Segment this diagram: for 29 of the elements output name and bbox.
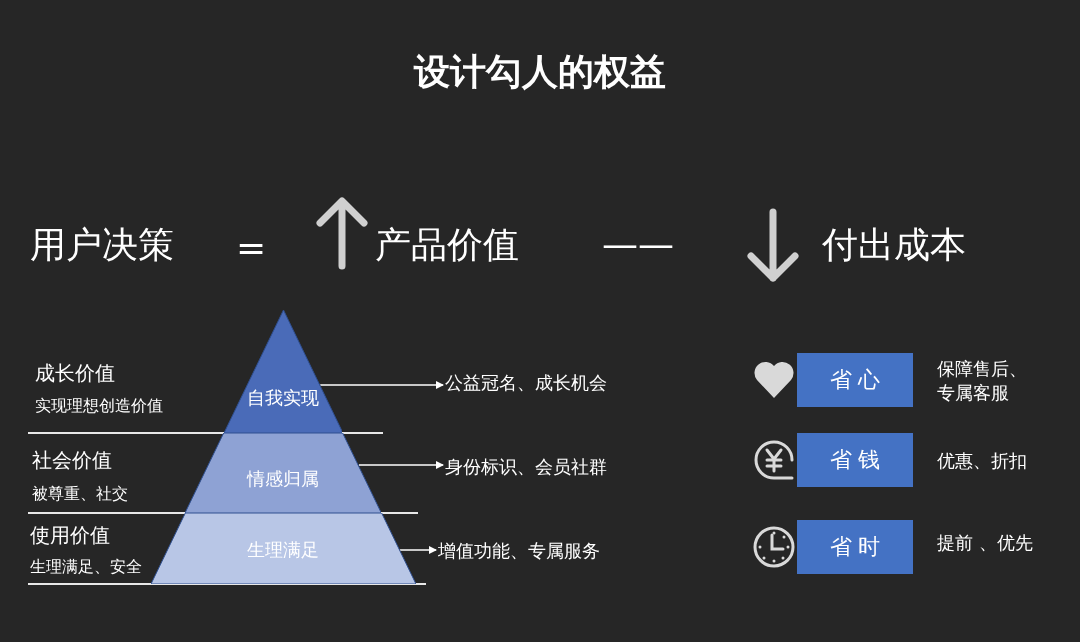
pyramid-tier xyxy=(150,513,416,584)
benefit-description: 保障售后、专属客服 xyxy=(937,357,1028,405)
formula-term: 用户决策 xyxy=(30,223,174,267)
title: 设计勾人的权益 xyxy=(412,50,667,94)
tier-label: 自我实现 xyxy=(247,386,319,410)
value-description: 被尊重、社交 xyxy=(32,484,128,504)
formula-term: —— xyxy=(602,223,674,267)
benefit-button: 省 钱 xyxy=(797,433,913,487)
benefit-text: 公益冠名、成长机会 xyxy=(445,371,607,395)
arrow xyxy=(358,461,444,469)
formula-term: 付出成本 xyxy=(822,223,966,267)
pyramid-tier xyxy=(184,433,382,513)
pyramid-tier xyxy=(223,310,343,433)
tier-label: 生理满足 xyxy=(247,538,319,562)
formula-term: = xyxy=(236,226,267,270)
tier-label: 情感归属 xyxy=(247,467,319,491)
value-description: 实现理想创造价值 xyxy=(35,396,163,416)
arrow xyxy=(399,546,437,554)
benefit-button: 省 心 xyxy=(797,353,913,407)
value-category: 社会价值 xyxy=(32,448,112,472)
benefit-text: 身份标识、会员社群 xyxy=(445,455,607,479)
formula-term: 产品价值 xyxy=(375,223,519,267)
benefit-text: 增值功能、专属服务 xyxy=(438,539,600,563)
value-category: 使用价值 xyxy=(30,523,110,547)
arrow xyxy=(319,381,444,389)
benefit-description: 优惠、折扣 xyxy=(937,449,1028,473)
benefit-description: 提前 、优先 xyxy=(937,531,1034,555)
benefit-button: 省 时 xyxy=(797,520,913,574)
value-category: 成长价值 xyxy=(35,361,115,385)
